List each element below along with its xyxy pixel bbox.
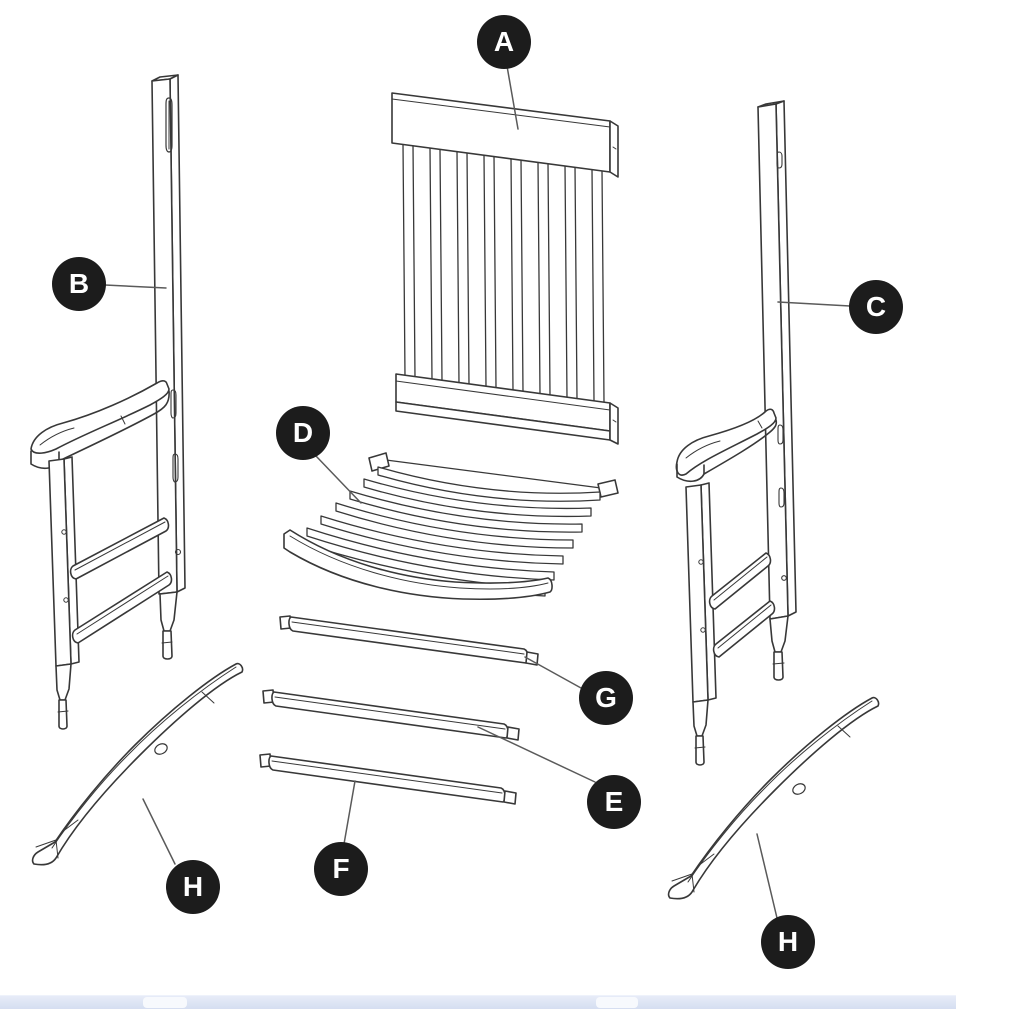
leader-d (315, 455, 362, 504)
callout-b: B (52, 257, 106, 311)
leader-e (477, 726, 596, 783)
leader-c (777, 301, 851, 307)
callout-e: E (587, 775, 641, 829)
callout-f: F (314, 842, 368, 896)
seat-front-rail (283, 529, 553, 601)
left-front-leg (48, 456, 80, 730)
callout-d: D (276, 406, 330, 460)
rail-f (259, 753, 517, 805)
back-panel-bottom-rail (395, 373, 619, 445)
back-panel (391, 92, 619, 445)
right-side-stretchers (708, 552, 776, 658)
leader-g (524, 656, 582, 689)
back-panel-top-rail (391, 92, 619, 178)
bottom-bar-fragment (0, 995, 956, 1009)
right-arm (675, 408, 778, 483)
seat-back-tab-left (368, 452, 390, 472)
left-side-frame (30, 74, 186, 730)
left-arm (30, 380, 170, 470)
post-slot (165, 97, 173, 153)
leader-f (343, 780, 356, 845)
left-rocker (31, 662, 244, 866)
callout-g-letter: G (595, 682, 617, 713)
right-side-frame (675, 100, 797, 766)
callout-g: G (579, 671, 633, 725)
leader-b (104, 284, 167, 289)
rail-g (279, 615, 539, 666)
leader-h-right (756, 833, 778, 919)
right-rocker (667, 696, 880, 900)
leader-a (506, 65, 519, 130)
seat (283, 452, 619, 601)
right-front-leg (685, 482, 717, 766)
left-side-stretchers (69, 517, 173, 644)
callout-f-letter: F (332, 853, 350, 884)
seat-slats (292, 466, 601, 597)
left-back-post (151, 74, 186, 660)
back-panel-slats (402, 143, 605, 403)
callout-leader-lines (104, 65, 851, 919)
callout-h-right-letter: H (777, 926, 799, 957)
bottom-bar-pill (596, 997, 638, 1008)
seat-back-tab-right (597, 479, 619, 498)
callout-h-left: H (166, 860, 220, 914)
right-back-post (757, 100, 797, 681)
callout-a-letter: A (493, 26, 515, 57)
callout-b-letter: B (68, 268, 90, 299)
bottom-bar-pill (143, 997, 187, 1008)
rocker-bolt-hole (792, 783, 806, 795)
rail-e (262, 689, 520, 741)
callout-h-left-letter: H (182, 871, 204, 902)
callout-e-letter: E (604, 786, 624, 817)
rocker-bolt-hole (154, 743, 168, 755)
callout-a: A (477, 15, 531, 69)
callout-d-letter: D (292, 417, 314, 448)
callout-h-right: H (761, 915, 815, 969)
callout-c: C (849, 280, 903, 334)
leader-h-left (142, 798, 176, 865)
callout-c-letter: C (865, 291, 887, 322)
